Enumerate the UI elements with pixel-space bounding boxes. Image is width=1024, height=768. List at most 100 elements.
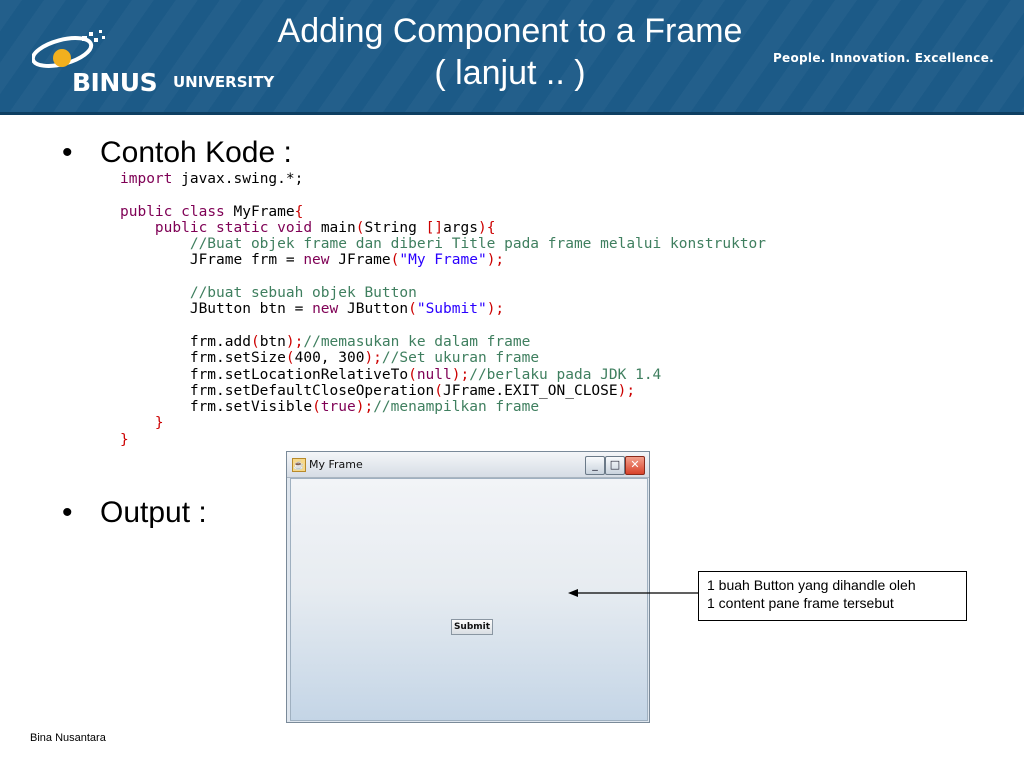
code-token: { — [294, 203, 304, 220]
code-token: JButton btn = — [120, 301, 313, 318]
code-line — [120, 318, 766, 334]
code-token: ( — [285, 350, 295, 367]
code-token — [207, 220, 216, 236]
code-token: ); — [364, 350, 382, 367]
code-token: ); — [355, 399, 374, 416]
code-token: "Submit" — [416, 301, 487, 318]
code-token: //menampilkan frame — [373, 399, 540, 416]
code-token: javax.swing.*; — [172, 171, 304, 187]
code-token: MyFrame — [224, 203, 295, 220]
banner-pattern — [0, 0, 1024, 115]
code-token: frm.setVisible — [120, 399, 313, 416]
code-token: String — [364, 219, 426, 236]
banner-divider — [0, 112, 1024, 115]
code-token: frm.setLocationRelativeTo — [120, 366, 409, 383]
code-line: //Buat objek frame dan diberi Title pada… — [120, 236, 766, 252]
code-token: //Buat objek frame dan diberi Title pada… — [189, 236, 767, 253]
code-line: frm.setVisible(true);//menampilkan frame — [120, 399, 766, 415]
bullet-dot: • — [62, 496, 73, 529]
code-token: JButton — [338, 301, 409, 318]
logo-wordmark: BINUS — [72, 68, 158, 97]
code-token: //memasukan ke dalam frame — [303, 333, 531, 350]
bullet-text: Contoh Kode : — [100, 136, 292, 169]
code-token: null — [416, 366, 452, 383]
code-line: //buat sebuah objek Button — [120, 285, 766, 301]
code-token — [268, 220, 277, 236]
code-token: new — [303, 252, 330, 269]
code-token: ( — [390, 252, 400, 269]
code-token: public — [120, 203, 173, 220]
code-token: import — [120, 171, 173, 187]
code-token: ); — [285, 333, 304, 350]
code-line: } — [120, 415, 766, 431]
bullet-text: Output : — [100, 496, 207, 529]
code-line: import javax.swing.*; — [120, 171, 766, 187]
code-token: JFrame — [329, 252, 391, 269]
title-line-1: Adding Component to a Frame — [277, 12, 743, 50]
code-token: JFrame.EXIT_ON_CLOSE — [443, 382, 618, 399]
code-token: } — [120, 431, 129, 448]
code-token: ( — [355, 219, 365, 236]
bullet-output: • Output : — [62, 496, 207, 530]
code-token: ); — [486, 252, 505, 269]
code-line: } — [120, 432, 766, 448]
code-token: btn — [259, 333, 286, 350]
code-token: class — [181, 203, 225, 220]
code-line: public static void main(String []args){ — [120, 220, 766, 236]
code-token — [120, 236, 190, 252]
code-token: ){ — [477, 219, 496, 236]
code-line: frm.setSize(400, 300);//Set ukuran frame — [120, 350, 766, 366]
code-token: ( — [408, 301, 417, 318]
code-token: JFrame frm = — [120, 252, 304, 269]
code-line: frm.setDefaultCloseOperation(JFrame.EXIT… — [120, 383, 766, 399]
window-titlebar: ☕ My Frame _ □ ✕ — [287, 452, 649, 478]
code-token: ); — [486, 301, 505, 318]
code-token: frm.setDefaultCloseOperation — [120, 382, 435, 399]
maximize-button[interactable]: □ — [605, 456, 625, 475]
code-line: public class MyFrame{ — [120, 204, 766, 220]
header-banner: BINUS UNIVERSITY Adding Component to a F… — [0, 0, 1024, 115]
output-window: ☕ My Frame _ □ ✕ Submit — [286, 451, 650, 723]
annotation-arrow-icon — [568, 589, 698, 597]
code-token: ); — [617, 382, 636, 399]
code-token: frm.setSize — [120, 350, 286, 367]
submit-button[interactable]: Submit — [451, 619, 493, 635]
code-line: frm.add(btn);//memasukan ke dalam frame — [120, 334, 766, 350]
code-line — [120, 269, 766, 285]
close-button[interactable]: ✕ — [625, 456, 645, 475]
code-token — [120, 285, 190, 301]
code-token: ( — [434, 382, 444, 399]
code-token: public — [154, 219, 208, 236]
bullet-dot: • — [62, 136, 73, 169]
code-line: JFrame frm = new JFrame("My Frame"); — [120, 252, 766, 268]
code-token: main — [312, 219, 356, 236]
bullet-code-example: • Contoh Kode : — [62, 136, 292, 170]
code-token: true — [320, 399, 356, 416]
footer-text: Bina Nusantara — [30, 732, 106, 744]
window-title: My Frame — [309, 458, 363, 471]
annotation-line-2: 1 content pane frame tersebut — [707, 595, 894, 611]
code-token — [120, 220, 155, 236]
code-token: "My Frame" — [399, 252, 487, 269]
code-token — [172, 204, 181, 220]
tagline: People. Innovation. Excellence. — [772, 51, 994, 65]
code-token: ( — [250, 333, 260, 350]
minimize-button[interactable]: _ — [585, 456, 605, 475]
code-token: static — [216, 219, 269, 236]
code-token: ( — [408, 366, 417, 383]
code-block: import javax.swing.*; public class MyFram… — [120, 171, 766, 448]
binus-logo-icon — [32, 30, 105, 68]
annotation-box: 1 buah Button yang dihandle oleh 1 conte… — [698, 571, 967, 621]
code-token: args — [443, 219, 478, 236]
code-token: [] — [425, 219, 444, 236]
code-token: void — [277, 219, 313, 236]
code-line: frm.setLocationRelativeTo(null);//berlak… — [120, 367, 766, 383]
code-line — [120, 187, 766, 203]
annotation-line-1: 1 buah Button yang dihandle oleh — [707, 577, 916, 593]
code-token: //buat sebuah objek Button — [189, 285, 417, 302]
code-token: new — [312, 301, 339, 318]
content-pane: Submit — [290, 478, 648, 721]
code-token — [120, 415, 155, 431]
code-token: //berlaku pada JDK 1.4 — [469, 366, 662, 383]
code-token: //Set ukuran frame — [381, 350, 540, 367]
